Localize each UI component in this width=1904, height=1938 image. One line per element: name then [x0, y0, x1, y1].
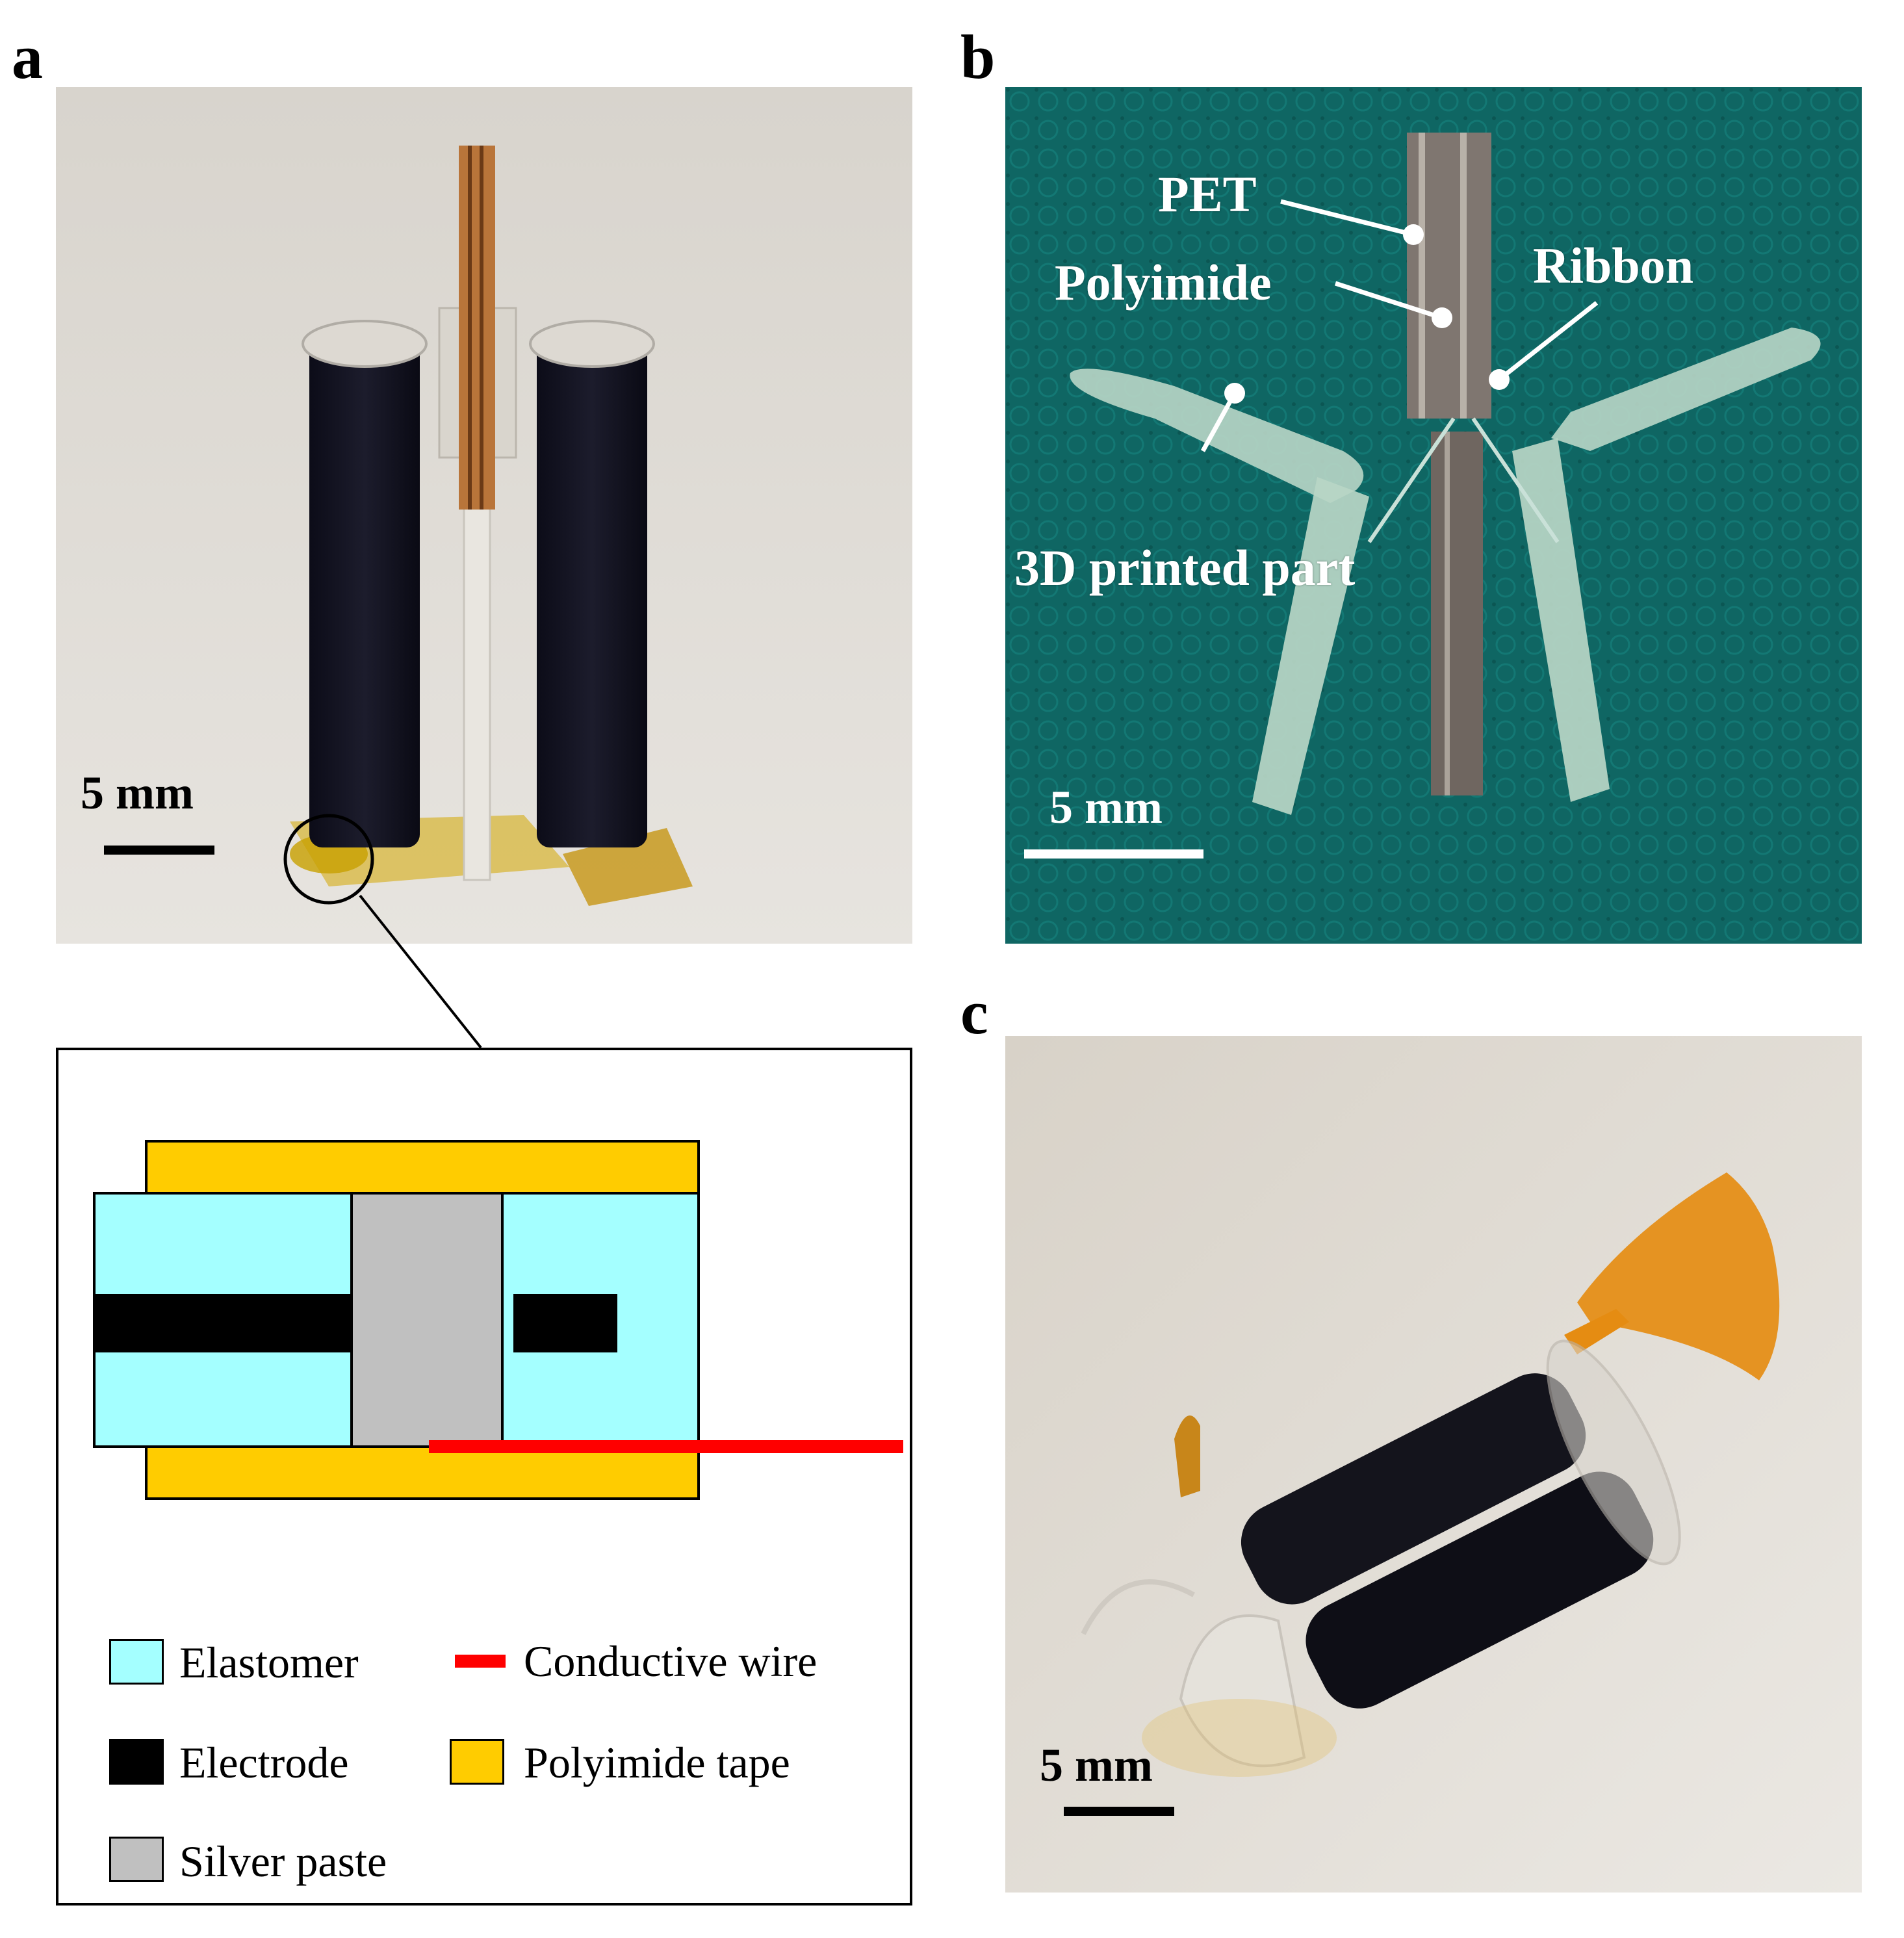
- photo-panel-c: 5 mm: [1005, 1036, 1862, 1893]
- scale-bar-label-c: 5 mm: [1040, 1739, 1153, 1791]
- legend-label-polyimide-tape: Polyimide tape: [524, 1738, 790, 1787]
- legend-swatch-silver-paste: [109, 1837, 164, 1882]
- polyimide-tape-top: [145, 1140, 700, 1195]
- panel-letter-c: c: [960, 977, 988, 1047]
- legend-label-silver-paste: Silver paste: [179, 1837, 387, 1886]
- scale-bar-label-b: 5 mm: [1049, 781, 1163, 833]
- schematic-panel: Elastomer Conductive wire Electrode Poly…: [56, 1048, 912, 1906]
- legend-swatch-conductive-wire: [455, 1655, 506, 1668]
- photo-panel-b: PET Polyimide Ribbon 3D printed part 5 m…: [1005, 87, 1862, 944]
- assembled-robot-photo-illustration: [1005, 1036, 1862, 1893]
- scale-bar-c: [1064, 1807, 1174, 1816]
- silver-paste-block: [350, 1192, 504, 1448]
- electrode-connection-schematic: [93, 1140, 903, 1500]
- electrode-right: [513, 1294, 617, 1352]
- components-photo-illustration: [1005, 87, 1862, 944]
- legend-swatch-polyimide-tape: [450, 1739, 504, 1785]
- legend-swatch-elastomer: [109, 1639, 164, 1685]
- actuator-photo-illustration: [56, 87, 912, 944]
- panel-letter-a: a: [12, 22, 43, 92]
- scale-bar-b: [1024, 849, 1203, 859]
- callout-3d-printed-part: 3D printed part: [1014, 539, 1356, 596]
- legend-label-electrode: Electrode: [179, 1738, 349, 1787]
- scale-bar-a: [104, 846, 214, 855]
- conductive-wire: [429, 1440, 903, 1453]
- electrode-left: [94, 1294, 374, 1352]
- callout-pet: PET: [1158, 166, 1257, 222]
- callout-polyimide: Polyimide: [1055, 254, 1272, 311]
- polyimide-tape-bottom: [145, 1445, 700, 1500]
- photo-panel-a: 5 mm: [56, 87, 912, 944]
- legend-swatch-electrode: [109, 1739, 164, 1785]
- legend-label-elastomer: Elastomer: [179, 1638, 359, 1687]
- callout-lines-b: [1200, 199, 1599, 452]
- callout-ribbon: Ribbon: [1533, 237, 1694, 294]
- scale-bar-label-a: 5 mm: [81, 767, 194, 819]
- legend-label-conductive-wire: Conductive wire: [524, 1636, 817, 1686]
- panel-letter-b: b: [960, 22, 996, 92]
